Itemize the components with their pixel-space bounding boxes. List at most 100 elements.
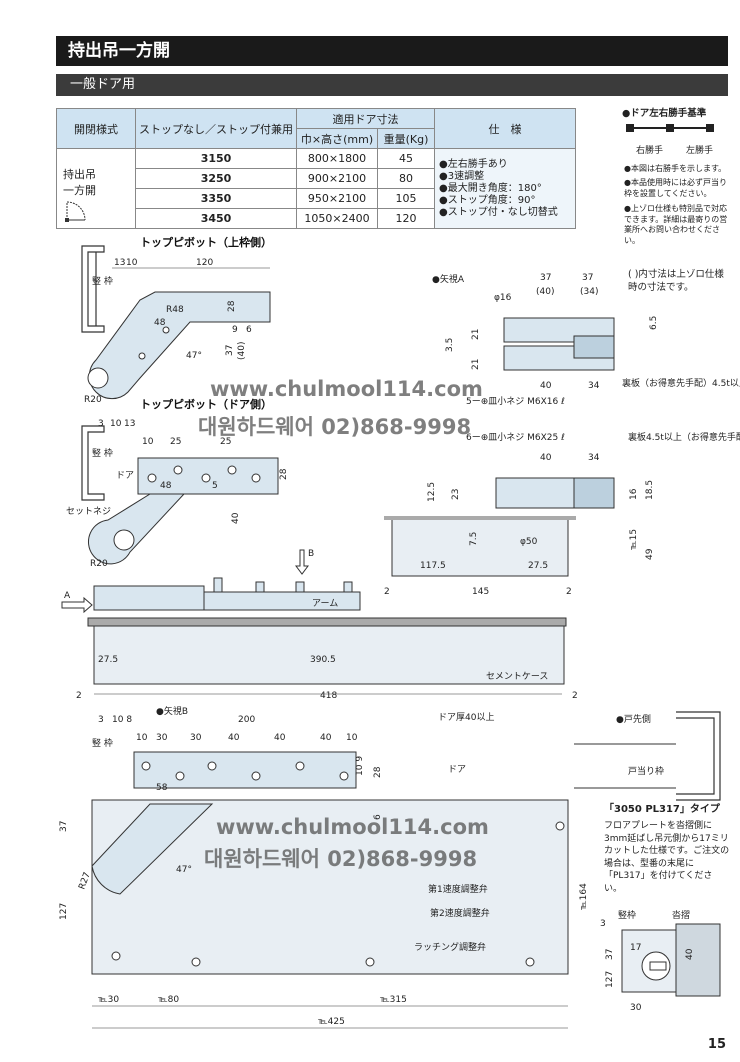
dim: 127 bbox=[605, 971, 615, 988]
dim: ℡30 bbox=[97, 995, 119, 1005]
dim: R20 bbox=[84, 395, 102, 405]
dim: (40) bbox=[536, 287, 554, 297]
top-pivot-door-title: トップピボット（ドア側） bbox=[140, 397, 272, 411]
dim: 21 bbox=[471, 329, 481, 340]
frame-label: 竪 枠 bbox=[92, 275, 113, 287]
dim: 37 bbox=[540, 273, 551, 283]
door-thickness-label: ドア厚40以上 bbox=[438, 712, 494, 723]
dim: 17 bbox=[630, 943, 641, 953]
dim: 5 bbox=[212, 481, 218, 491]
type-label: 持出吊 一方開 bbox=[63, 168, 96, 197]
side-note: ●本図は右勝手を示します。 bbox=[624, 164, 727, 173]
right-hand-label: 右勝手 bbox=[636, 146, 664, 156]
pl317-desc: フロアプレートを沓摺側に3mm延ばし吊元側から17ミリカットした仕様です。ご注文… bbox=[604, 821, 730, 894]
paren-note: ( )内寸法は上ゾロ仕様時の寸法です。 bbox=[628, 269, 724, 293]
col-type: 開閉様式 bbox=[56, 108, 136, 149]
dim: 2 bbox=[572, 691, 578, 701]
dim: ℡15 bbox=[629, 529, 639, 551]
backplate2-label: 裏板4.5t以上（お得意先手配） bbox=[628, 431, 740, 443]
dim: 40 bbox=[231, 512, 241, 524]
dim: 7.5 bbox=[469, 532, 479, 546]
door-stop-frame-label: 戸当り枠 bbox=[628, 765, 664, 777]
dim: ℡425 bbox=[317, 1017, 345, 1027]
dim: 49 bbox=[645, 548, 655, 560]
top-pivot-frame-title: トップピボット（上枠側） bbox=[140, 235, 272, 249]
latching-label: ラッチング調整弁 bbox=[414, 941, 486, 953]
dim: 2 bbox=[384, 587, 390, 597]
dim: 13 bbox=[114, 258, 125, 268]
view-b-title: ●矢視B bbox=[156, 705, 188, 717]
dim: 25 bbox=[220, 437, 231, 447]
dim: (34) bbox=[580, 287, 598, 297]
arrow-b-label: B bbox=[308, 549, 314, 559]
dim: 10 9 bbox=[355, 756, 365, 776]
watermark: 대원하드웨어 02)868-9998 bbox=[198, 415, 471, 439]
cement-case-label: セメントケース bbox=[486, 671, 548, 682]
spec-note: ●3速調整 bbox=[439, 170, 485, 182]
side-note: ●本品使用時には必ず戸当り枠を設置してください。 bbox=[624, 178, 727, 198]
dim: 21 bbox=[471, 359, 481, 370]
floor-case-section bbox=[391, 517, 569, 577]
dim: 40 bbox=[540, 381, 552, 391]
spec-note: ●左右勝手あり bbox=[439, 158, 508, 170]
dim: 48 bbox=[154, 318, 166, 328]
spec-note: ●最大開き角度：180° bbox=[439, 182, 542, 194]
dim: 16 bbox=[629, 488, 639, 500]
set-screw-label: セットネジ bbox=[66, 506, 111, 517]
col-weight: 重量(Kg) bbox=[377, 128, 435, 149]
frame-label: 竪 枠 bbox=[92, 737, 113, 749]
watermark: 대원하드웨어 02)868-9998 bbox=[204, 847, 477, 871]
frame-profile bbox=[81, 245, 105, 333]
cement-case bbox=[93, 625, 565, 685]
dim: 30 bbox=[630, 1003, 642, 1013]
dim: φ16 bbox=[494, 293, 512, 303]
dim: 10 bbox=[346, 733, 358, 743]
dim: 117.5 bbox=[420, 561, 446, 571]
view-a-title: ●矢視A bbox=[432, 273, 465, 285]
weight-cell: 80 bbox=[377, 168, 435, 189]
watermark: www.chulmool114.com bbox=[210, 377, 483, 401]
dim: 27.5 bbox=[528, 561, 548, 571]
dim: 48 bbox=[160, 481, 172, 491]
dim: 6.5 bbox=[649, 316, 659, 330]
spec-note: ●ストップ付・なし切替式 bbox=[439, 206, 558, 218]
dim: ℡164 bbox=[579, 883, 589, 911]
dim: R27 bbox=[77, 871, 92, 891]
threshold-label: 沓摺 bbox=[672, 909, 690, 921]
dim: 2 bbox=[566, 587, 572, 597]
dim: 40 bbox=[274, 733, 286, 743]
dim: 28 bbox=[279, 468, 289, 480]
dim: ℡315 bbox=[379, 995, 407, 1005]
dim: 30 bbox=[156, 733, 168, 743]
dim: 34 bbox=[588, 453, 600, 463]
dim: 127 bbox=[59, 903, 69, 920]
dim: 13 bbox=[124, 419, 135, 429]
col-door: 適用ドア寸法 bbox=[296, 108, 435, 129]
pivot-arm-frame bbox=[88, 291, 271, 400]
watermark: www.chulmool114.com bbox=[216, 815, 489, 839]
dim: 3 bbox=[98, 419, 104, 429]
door-side-label: ●戸先側 bbox=[616, 713, 651, 725]
spec-note: ●ストップ角度：90° bbox=[439, 194, 536, 206]
dim: 390.5 bbox=[310, 655, 336, 665]
weight-cell: 120 bbox=[377, 208, 435, 229]
dim: 37 bbox=[605, 949, 615, 960]
dim: R20 bbox=[90, 559, 108, 569]
type-cell: 持出吊 一方開 bbox=[56, 148, 136, 229]
dim: 37 bbox=[225, 345, 235, 356]
dim: 6 bbox=[246, 325, 252, 335]
dim: 10 bbox=[136, 733, 148, 743]
spec-notes: ●左右勝手あり ●3速調整 ●最大開き角度：180° ●ストップ角度：90° ●… bbox=[434, 148, 576, 229]
weight-cell: 45 bbox=[377, 148, 435, 169]
spec-table: 開閉様式 ストップなし／ストップ付兼用 適用ドア寸法 仕 様 巾×高さ(mm) … bbox=[56, 108, 576, 229]
dim: R48 bbox=[166, 305, 184, 315]
size-cell: 900×2100 bbox=[296, 168, 378, 189]
dim: 10 bbox=[110, 419, 122, 429]
page-title: 持出吊一方開 bbox=[56, 36, 728, 66]
dim: 47° bbox=[176, 865, 192, 875]
dim: 28 bbox=[373, 766, 383, 778]
dim: 2 bbox=[76, 691, 82, 701]
col-model: ストップなし／ストップ付兼用 bbox=[135, 108, 297, 149]
dim: 27.5 bbox=[98, 655, 118, 665]
